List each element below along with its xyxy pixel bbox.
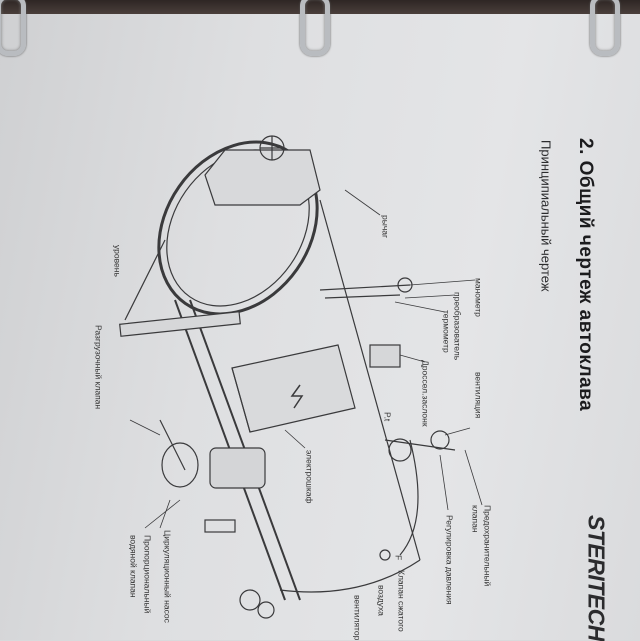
label-proportional-valve: Пропорциональный: [142, 535, 153, 614]
steritech-logo: STERITECH: [583, 515, 610, 641]
binder-ring: [0, 0, 26, 56]
label-lever: рычаг: [380, 215, 391, 239]
leader-lines: [129, 189, 483, 529]
valve-cluster: [204, 277, 456, 619]
label-pt: P.t: [382, 412, 393, 422]
label-ventilation: вентиляция: [473, 372, 484, 419]
pump-motor: [159, 419, 266, 489]
label-transducer: преобразователь: [452, 292, 463, 361]
label-proportional-valve-2: водяной клапан: [128, 535, 139, 598]
label-pressure-regulation: Регулировка давления: [444, 515, 455, 605]
binder-ring: [300, 0, 330, 56]
label-electrical-cabinet: электрошкаф: [304, 450, 315, 504]
level-tube: [119, 239, 241, 337]
label-f: F: [393, 555, 404, 561]
label-air-valve-2: воздуха: [376, 585, 387, 616]
label-level: уровень: [112, 245, 123, 277]
label-throttle: Дроссел.заслонк: [420, 360, 431, 427]
label-manometer: манометр: [473, 278, 484, 317]
binder-ring: [590, 0, 620, 56]
label-fan: вентилятор: [352, 595, 363, 641]
autoclave-door-ring: [157, 140, 319, 316]
electrical-cabinet-box: [231, 344, 356, 433]
label-air-valve: Клапан сжатого: [396, 570, 407, 632]
section-title: 2. Общий чертеж автоклава: [574, 138, 596, 412]
label-thermometer: термометр: [441, 310, 452, 353]
label-safety-valve-2: клапан: [470, 505, 481, 533]
label-circulation-pump: Циркуляционный насос: [162, 530, 173, 623]
binder-spine: [0, 0, 640, 14]
label-relief-valve: Разгрузочный клапан: [93, 325, 104, 410]
label-safety-valve: Предохранительный: [482, 505, 493, 587]
door-hinge-assembly: [204, 135, 321, 206]
subtitle: Принципиальный чертеж: [538, 140, 554, 292]
